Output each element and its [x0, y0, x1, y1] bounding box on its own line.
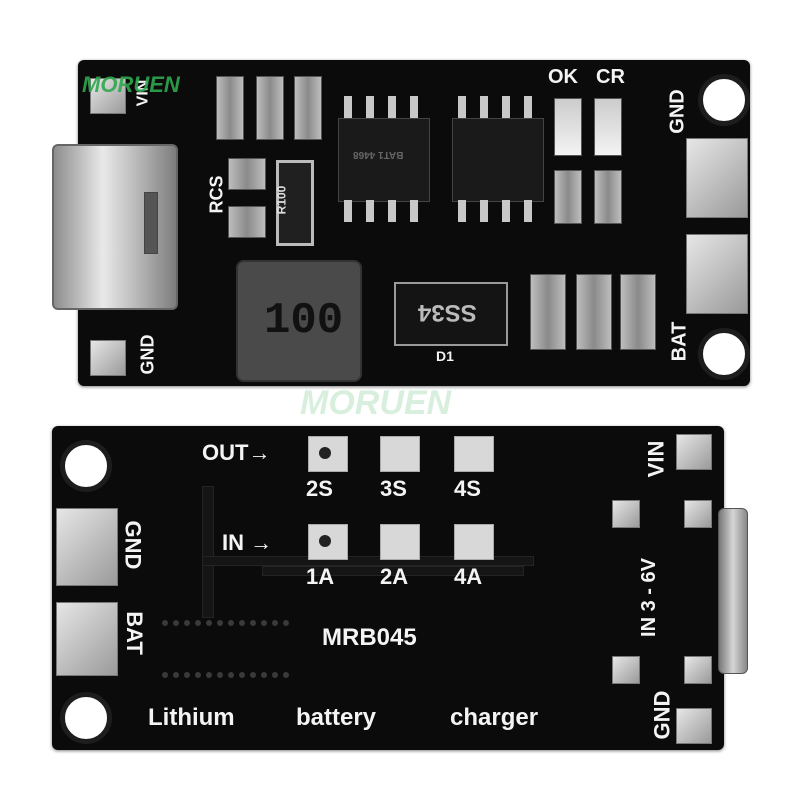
d1-label: D1 [436, 348, 454, 364]
model-number: MRB045 [322, 624, 417, 651]
ic-pin [388, 200, 396, 222]
option-2a: 2A [380, 564, 409, 589]
top-pcb-board: R100 BAT1 4468 100 SS34 VIN RCS GND OK C… [52, 60, 750, 386]
solder-pad [612, 656, 640, 684]
bat-terminal-pad [686, 234, 748, 314]
diode-d1: SS34 [394, 282, 508, 346]
mounting-hole [60, 692, 112, 744]
ic-pin [410, 200, 418, 222]
capacitor [216, 76, 244, 140]
rcs-label: RCS [206, 175, 227, 214]
ic-pin [366, 96, 374, 118]
option-2s: 2S [306, 476, 333, 501]
inductor: 100 [236, 260, 362, 382]
ic-pin [344, 96, 352, 118]
ic-pin [480, 96, 488, 118]
solder-pad [684, 500, 712, 528]
bottom-pcb-board: OUT→ 2S 3S 4S IN → 1A 2A 4A MRB045 Lithi… [52, 426, 748, 750]
mounting-hole [60, 440, 112, 492]
out-label: OUT→ [202, 440, 271, 465]
input-range-label: IN 3 - 6V [637, 558, 660, 637]
product-word-charger: charger [450, 704, 539, 731]
ic-pin [524, 200, 532, 222]
ic-pin [344, 200, 352, 222]
product-word-battery: battery [296, 704, 377, 731]
usb-c-port-opening [144, 192, 158, 254]
vin-pad [676, 434, 712, 470]
gnd-label-right: GND [666, 89, 689, 134]
gnd-pad [676, 708, 712, 744]
led-resistor [554, 170, 582, 224]
gnd-label-bottom-right: GND [649, 690, 675, 740]
ic-pin [366, 200, 374, 222]
vin-pad [90, 78, 126, 114]
via-row [162, 620, 289, 626]
jumper-pad-4a [454, 524, 494, 560]
cr-led [594, 98, 622, 156]
output-capacitor [530, 274, 566, 350]
charger-ic-left: BAT1 4468 [338, 118, 430, 202]
jumper-pad-1a [308, 524, 348, 560]
output-capacitor [620, 274, 656, 350]
capacitor [256, 76, 284, 140]
mounting-hole [698, 328, 750, 380]
ic-pin [410, 96, 418, 118]
gnd-label-bottom-left: GND [120, 520, 146, 570]
solder-pad [612, 500, 640, 528]
ic-marking: BAT1 4468 [353, 149, 404, 160]
resistor-code: R100 [274, 185, 289, 215]
ic-pin [458, 200, 466, 222]
inductor-code: 100 [264, 296, 344, 346]
ok-label: OK [548, 66, 578, 88]
sense-resistor: R100 [274, 160, 314, 246]
watermark-logo: MORUEN [82, 72, 180, 97]
pcb-trace [262, 566, 524, 576]
option-4s: 4S [454, 476, 481, 501]
ok-led [554, 98, 582, 156]
product-word-lithium: Lithium [148, 704, 235, 731]
ic-pin [388, 96, 396, 118]
gnd-label-left: GND [137, 334, 158, 375]
ic-pin [480, 200, 488, 222]
capacitor [294, 76, 322, 140]
jumper-pad-2a [380, 524, 420, 560]
ic-pin [502, 96, 510, 118]
gnd-terminal-pad [686, 138, 748, 218]
jumper-pad-3s [380, 436, 420, 472]
rcs-capacitor [228, 206, 266, 238]
watermark-center: MORUEN [300, 384, 452, 422]
in-label: IN → [222, 530, 273, 555]
diode-code: SS34 [418, 299, 477, 326]
ic-pin [502, 200, 510, 222]
bat-label-bottom-left: BAT [121, 611, 147, 655]
ic-pin [524, 96, 532, 118]
option-4a: 4A [454, 564, 483, 589]
solder-pad [684, 656, 712, 684]
gnd-battery-pad [56, 508, 118, 586]
usb-c-connector [52, 144, 178, 310]
gnd-pad [90, 340, 126, 376]
bat-battery-pad [56, 602, 118, 676]
usb-c-connector-edge [718, 508, 748, 674]
via-row [162, 672, 289, 678]
rcs-capacitor [228, 158, 266, 190]
cr-label: CR [596, 66, 625, 88]
pcb-trace [202, 486, 214, 618]
bat-label-top: BAT [668, 321, 691, 362]
pcb-trace [202, 556, 534, 566]
output-capacitor [576, 274, 612, 350]
ic-pin [458, 96, 466, 118]
option-3s: 3S [380, 476, 407, 501]
charger-ic-right [452, 118, 544, 202]
jumper-pad-2s [308, 436, 348, 472]
jumper-pad-4s [454, 436, 494, 472]
vin-label-bottom: VIN [643, 440, 669, 478]
option-1a: 1A [306, 564, 335, 589]
mounting-hole [698, 74, 750, 126]
led-resistor [594, 170, 622, 224]
